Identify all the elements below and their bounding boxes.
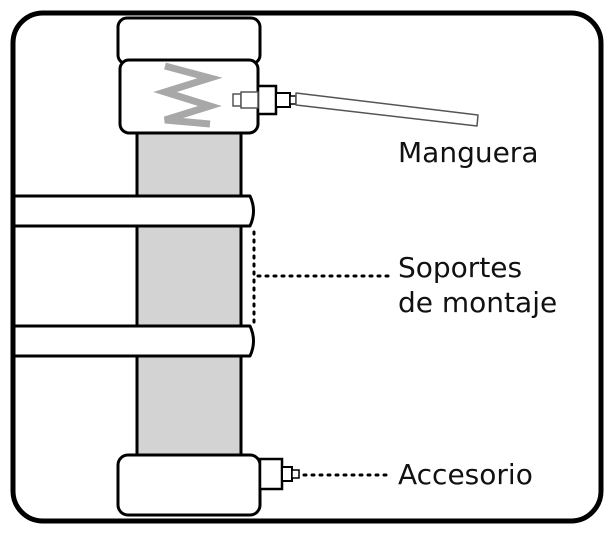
housing-port-inner bbox=[241, 92, 258, 108]
housing-port bbox=[233, 94, 241, 106]
lower-fitting-nut bbox=[260, 459, 282, 489]
upper-fitting-nut bbox=[258, 86, 276, 114]
lower-fitting-nipple bbox=[282, 467, 292, 481]
label-fitting: Accesorio bbox=[398, 458, 533, 491]
tube-body bbox=[137, 122, 241, 472]
label-hose: Manguera bbox=[398, 136, 538, 169]
label-brackets-line1: Soportes bbox=[398, 251, 522, 284]
bottom-cap bbox=[118, 455, 260, 515]
lower-fitting-tip bbox=[292, 470, 299, 478]
top-cap bbox=[118, 18, 260, 64]
lower-bracket bbox=[0, 326, 254, 356]
upper-bracket bbox=[0, 196, 254, 226]
upper-fitting-nipple bbox=[276, 93, 290, 107]
upper-fitting-tip bbox=[290, 96, 296, 104]
label-brackets-line2: de montaje bbox=[398, 286, 557, 319]
